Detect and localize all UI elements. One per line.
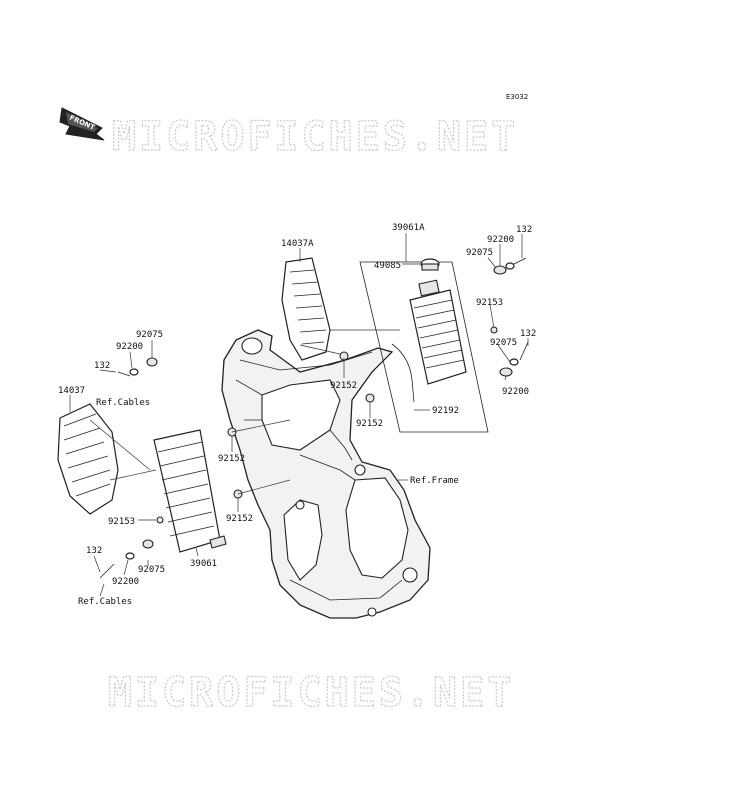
label-132-bottom-left: 132 [86,546,102,556]
fasteners-right [339,257,529,403]
watermark-bottom: MICROFICHES.NET [108,670,514,716]
hose-92192 [391,343,415,403]
label-ref-cables-top: Ref.Cables [96,398,150,408]
label-92153-right: 92153 [476,298,503,308]
label-132-top-right: 132 [516,225,532,235]
label-ref-frame: Ref.Frame [410,476,459,486]
watermark-top: MICROFICHES.NET [112,114,518,160]
shroud-14037 [57,403,119,515]
label-92152-a: 92152 [330,381,357,391]
radiator-cap-49085 [420,258,440,271]
leader-lines [69,233,529,597]
label-92075-left: 92075 [136,330,163,340]
shroud-14037A [281,257,331,361]
frame-illustration [221,329,431,619]
label-92075-top-right: 92075 [466,248,493,258]
radiator-39061A [409,279,467,385]
label-92200-bottom-left: 92200 [112,577,139,587]
front-arrow-icon: FRONT [59,107,105,141]
label-ref-cables-bottom: Ref.Cables [78,597,132,607]
label-39061A: 39061A [392,223,425,233]
label-14037: 14037 [58,386,85,396]
label-92075-right: 92075 [490,338,517,348]
label-39061: 39061 [190,559,217,569]
radiator-39061 [153,429,227,553]
label-132-left: 132 [94,361,110,371]
label-92075-bottom-left: 92075 [138,565,165,575]
label-92200-right: 92200 [502,387,529,397]
part-labels: 14037A 39061A 49085 92200 132 92075 9215… [58,223,536,607]
label-92152-b: 92152 [356,419,383,429]
label-92152-d: 92152 [226,514,253,524]
label-92152-c: 92152 [218,454,245,464]
label-92153-left: 92153 [108,517,135,527]
diagram-code: E3032 [506,93,528,101]
label-92200-left: 92200 [116,342,143,352]
label-49085: 49085 [374,261,401,271]
label-14037A: 14037A [281,239,314,249]
label-92192: 92192 [432,406,459,416]
label-92200-top-right: 92200 [487,235,514,245]
label-132-right: 132 [520,329,536,339]
